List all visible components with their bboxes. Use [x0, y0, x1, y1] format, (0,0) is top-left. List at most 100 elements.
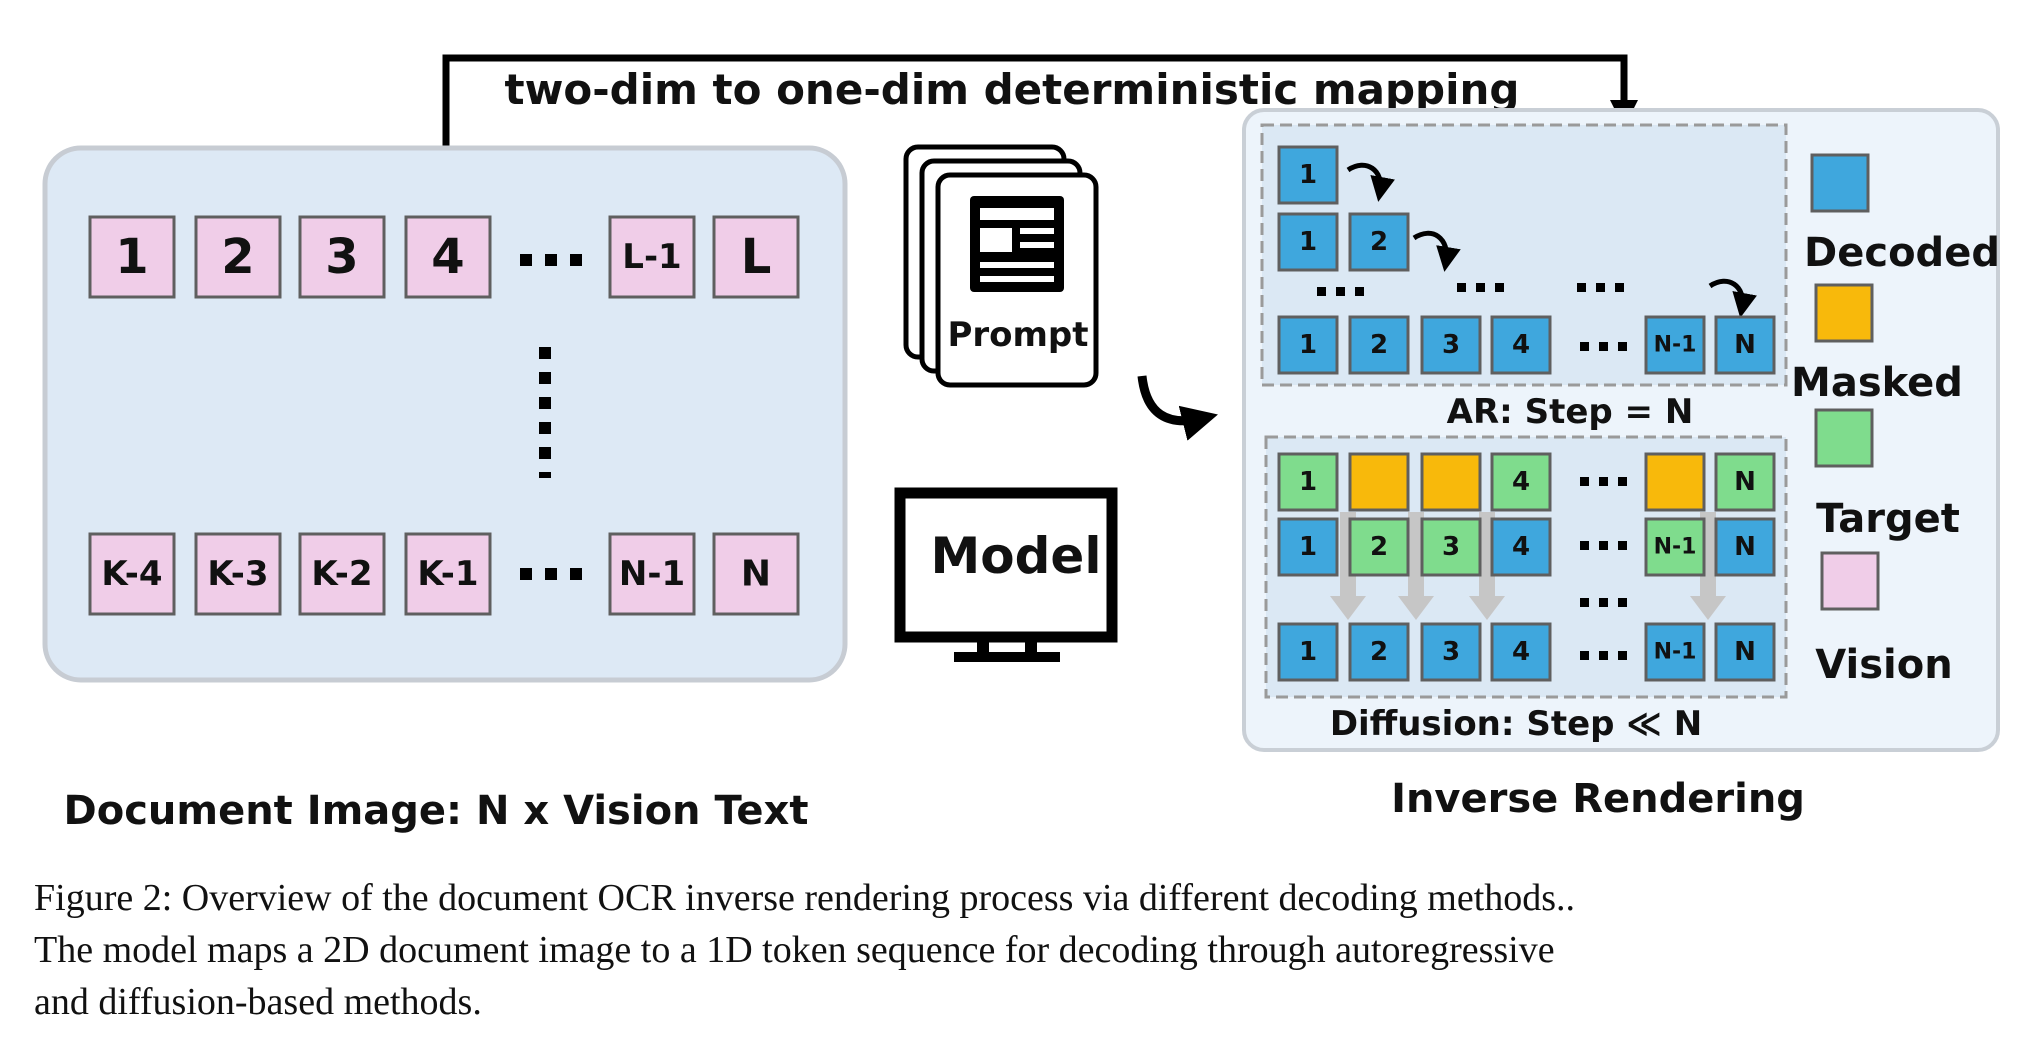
- svg-text:K-2: K-2: [311, 554, 372, 594]
- ar-step-arrow-1: [1346, 162, 1395, 202]
- ar-label: AR: Step = N: [1447, 392, 1694, 432]
- svg-text:1: 1: [1299, 532, 1317, 562]
- token: 1: [1277, 517, 1339, 577]
- svg-text:K-1: K-1: [417, 554, 478, 594]
- monitor-icon: [894, 487, 1118, 662]
- svg-text:L-1: L-1: [622, 237, 681, 277]
- decoded-token: N-1: [1644, 315, 1706, 375]
- svg-text:N-1: N-1: [1654, 640, 1697, 665]
- masked-token: [1420, 452, 1482, 512]
- svg-text:4: 4: [1512, 467, 1530, 497]
- prompt-label: Prompt: [947, 315, 1088, 355]
- svg-text:4: 4: [1512, 532, 1530, 562]
- masked-token: [1644, 452, 1706, 512]
- svg-text:1: 1: [1299, 637, 1317, 667]
- vision-token: K-1: [404, 532, 492, 616]
- decoded-token: N: [1714, 315, 1776, 375]
- diffusion-label: Diffusion: Step ≪ N: [1330, 704, 1702, 744]
- vision-token: K-3: [194, 532, 282, 616]
- svg-text:3: 3: [1442, 330, 1460, 360]
- decoded-token: N-1: [1644, 622, 1706, 682]
- svg-text:Decoded: Decoded: [1804, 230, 2000, 276]
- mapping-label: two-dim to one-dim deterministic mapping: [505, 65, 1520, 114]
- svg-text:3: 3: [325, 229, 358, 285]
- ellipsis-horizontal-bottom: [520, 568, 582, 580]
- legend-item: Decoded: [1804, 153, 2000, 276]
- token: N: [1714, 517, 1776, 577]
- svg-text:4: 4: [431, 229, 464, 285]
- legend-item: Masked: [1791, 283, 1963, 406]
- ar-step-arrow-3: [1708, 278, 1757, 318]
- caption-line-1: Figure 2: Overview of the document OCR i…: [34, 877, 1576, 919]
- vision-token: 2: [194, 215, 282, 299]
- diffusion-down-arrows: [1330, 512, 1726, 620]
- svg-text:Masked: Masked: [1791, 360, 1963, 406]
- svg-text:1: 1: [115, 229, 148, 285]
- diffusion-ellipsis: [1580, 477, 1627, 660]
- svg-text:4: 4: [1512, 330, 1530, 360]
- ellipsis-horizontal-top: [520, 254, 582, 266]
- document-panel-title: Document Image: N x Vision Text: [64, 788, 809, 834]
- legend-item: Target: [1814, 408, 1960, 542]
- ocr-diagram: two-dim to one-dim deterministic mapping…: [42, 54, 2000, 834]
- legend-item: Vision: [1815, 551, 1953, 688]
- figure-caption: Figure 2: Overview of the document OCR i…: [34, 872, 2024, 1028]
- decoded-token: 1: [1277, 145, 1339, 205]
- svg-text:1: 1: [1299, 467, 1317, 497]
- inverse-panel-title: Inverse Rendering: [1391, 776, 1805, 822]
- masked-token: [1348, 452, 1410, 512]
- vision-token: K-4: [88, 532, 176, 616]
- decoded-token: 2: [1348, 212, 1410, 272]
- svg-text:N: N: [1734, 467, 1756, 497]
- document-icon: [970, 196, 1064, 292]
- svg-text:1: 1: [1299, 330, 1317, 360]
- vision-token: L-1: [608, 215, 696, 299]
- vision-token: N-1: [608, 532, 696, 616]
- svg-text:2: 2: [1370, 532, 1388, 562]
- svg-text:3: 3: [1442, 637, 1460, 667]
- decoded-token: 2: [1348, 622, 1410, 682]
- svg-text:1: 1: [1299, 160, 1317, 190]
- token: 4: [1490, 452, 1552, 512]
- token: N-1: [1644, 517, 1706, 577]
- svg-text:N: N: [1734, 532, 1756, 562]
- decoded-token: 3: [1420, 622, 1482, 682]
- ar-ellipsis: [1317, 283, 1627, 351]
- ar-step-arrow-2: [1412, 230, 1461, 272]
- vision-token: K-2: [298, 532, 386, 616]
- svg-text:N-1: N-1: [619, 554, 685, 594]
- vision-token: N: [712, 532, 800, 616]
- token: 3: [1420, 517, 1482, 577]
- svg-text:2: 2: [1370, 227, 1388, 257]
- vision-token: L: [712, 215, 800, 299]
- svg-text:N: N: [741, 554, 771, 595]
- decoded-token: 4: [1490, 622, 1552, 682]
- token: 1: [1277, 452, 1339, 512]
- svg-text:2: 2: [1370, 637, 1388, 667]
- svg-text:3: 3: [1442, 532, 1460, 562]
- svg-text:4: 4: [1512, 637, 1530, 667]
- decoded-token: 1: [1277, 622, 1339, 682]
- svg-text:K-3: K-3: [207, 554, 268, 594]
- token: N: [1714, 452, 1776, 512]
- caption-line-2: The model maps a 2D document image to a …: [34, 929, 1555, 971]
- mapping-arrow: [442, 54, 1628, 148]
- vision-token: 3: [298, 215, 386, 299]
- vision-token: 4: [404, 215, 492, 299]
- svg-text:N-1: N-1: [1654, 535, 1697, 560]
- svg-text:N: N: [1734, 330, 1756, 360]
- caption-line-3: and diffusion-based methods.: [34, 981, 482, 1023]
- svg-text:Target: Target: [1816, 496, 1960, 542]
- vision-token: 1: [88, 215, 176, 299]
- decoded-token: N: [1714, 622, 1776, 682]
- token: 2: [1348, 517, 1410, 577]
- document-bottom-row: K-4 K-3 K-2 K-1 N-1 N: [88, 532, 800, 616]
- curved-arrow: [1137, 375, 1218, 441]
- svg-text:Vision: Vision: [1815, 642, 1952, 688]
- svg-text:L: L: [741, 229, 772, 285]
- svg-text:N-1: N-1: [1654, 333, 1697, 358]
- token: 4: [1490, 517, 1552, 577]
